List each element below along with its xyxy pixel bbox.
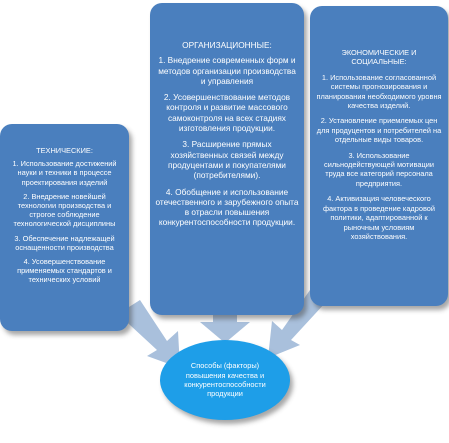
technical-factor-item: 2. Внедрение новейшей технологии произво… [13, 191, 116, 229]
economic-social-factor-item: 4. Активизация человеческого фактора в п… [322, 194, 436, 241]
organizational-factors-title: ОРГАНИЗАЦИОННЫЕ: [182, 40, 272, 50]
economic-social-factor-item: 2. Установление приемлемых цен для проду… [316, 116, 442, 145]
organizational-factor-item: 1. Внедрение современных форм и методов … [158, 55, 296, 86]
technical-factors-title: ТЕХНИЧЕСКИЕ: [36, 146, 93, 155]
technical-factors-box: ТЕХНИЧЕСКИЕ: 1. Использование достижений… [0, 124, 129, 331]
arrow-middle-to-center [200, 310, 250, 343]
technical-factor-item: 1. Использование достижений науки и техн… [12, 159, 117, 187]
technical-factor-item: 3. Обеспечение надлежащей оснащенности п… [14, 233, 115, 252]
organizational-factors-box: ОРГАНИЗАЦИОННЫЕ: 1. Внедрение современны… [150, 3, 304, 315]
quality-improvement-methods-ellipse: Способы (факторы) повышения качества и к… [160, 340, 290, 420]
arrow-right-to-center [268, 290, 326, 358]
economic-social-factor-item: 3. Использование сильнодействующей мотив… [324, 150, 434, 188]
arrow-left-to-center [118, 300, 180, 368]
quality-improvement-methods-label: Способы (факторы) повышения качества и к… [184, 361, 266, 399]
technical-factor-item: 4. Усовершенствование применяемых станда… [17, 257, 112, 285]
economic-social-factors-box: ЭКОНОМИЧЕСКИЕ И СОЦИАЛЬНЫЕ: 1. Использов… [310, 6, 448, 306]
economic-social-factors-title: ЭКОНОМИЧЕСКИЕ И СОЦИАЛЬНЫЕ: [341, 48, 417, 67]
economic-social-factor-item: 1. Использование согласованной системы п… [316, 72, 442, 111]
organizational-factor-item: 3. Расширение прямых хозяйственных связе… [168, 139, 286, 181]
organizational-factor-item: 2. Усовершенствование методов контроля и… [163, 92, 291, 134]
organizational-factor-item: 4. Обобщение и использование отечественн… [155, 186, 299, 228]
